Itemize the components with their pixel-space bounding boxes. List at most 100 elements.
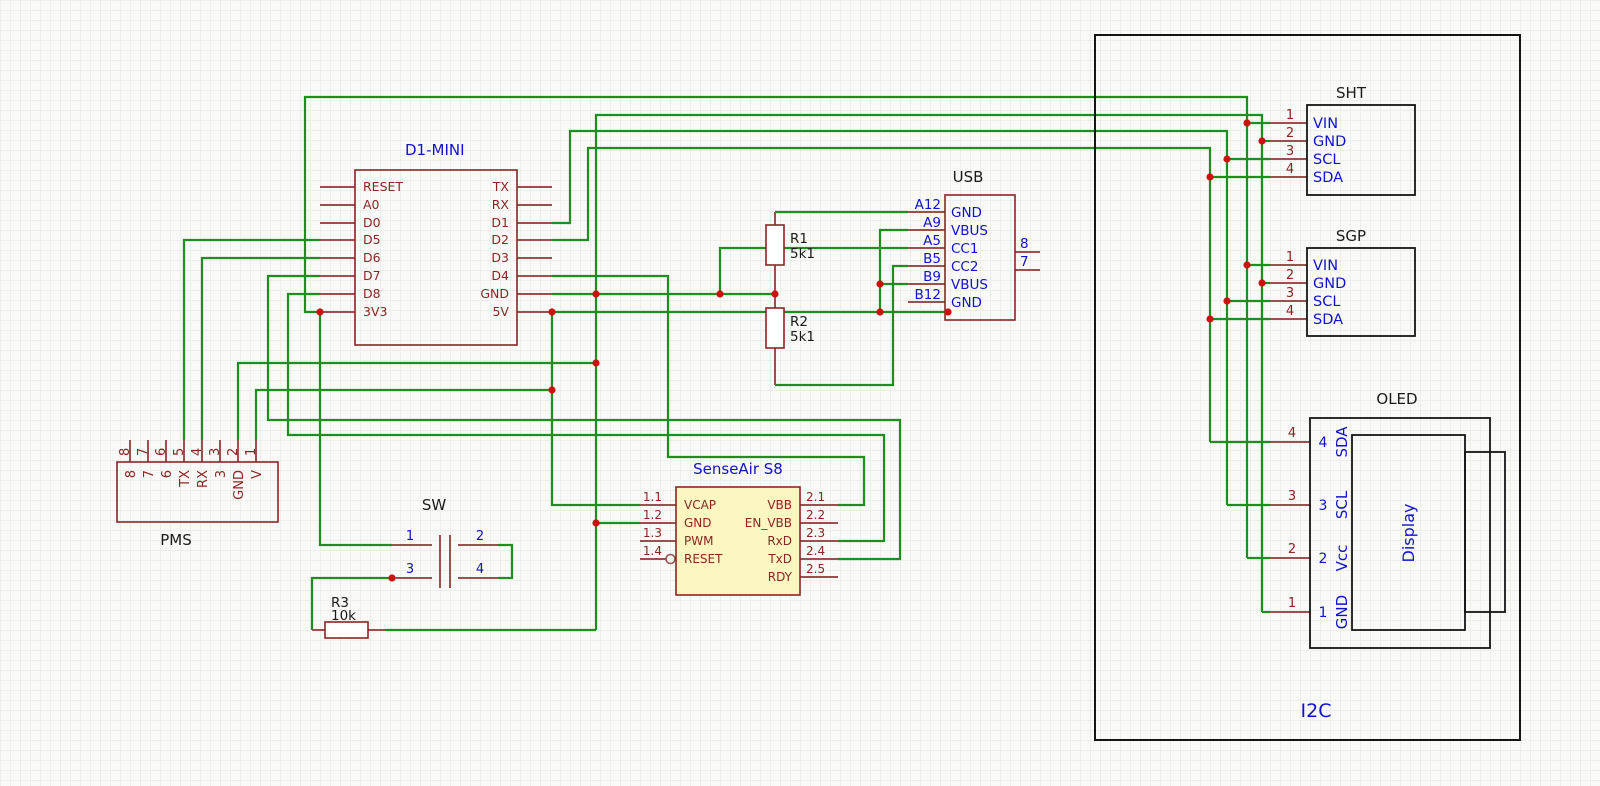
d1mini-pin-label: D7 [363,268,381,283]
sht-pin-name: SCL [1313,152,1340,168]
wire-d5-pms[interactable] [182,238,320,440]
wire-gnd-trunk[interactable] [594,113,1264,630]
component-pms: 8 7 6 5 4 3 2 1 8 7 6 TX RX 3 GND V PMS [116,440,279,549]
pms-body[interactable] [116,461,279,523]
sw-switch-symbol[interactable] [439,535,451,588]
oled-pin-number: 3 [1288,489,1296,504]
wire-pms-v[interactable] [254,388,552,440]
d1mini-pin-label: D2 [491,232,509,247]
wire-d4-vbb[interactable] [552,274,866,507]
r3-value: 10k [331,608,356,624]
component-senseair-s8: 1.1 1.2 1.3 1.4 VCAP GND PWM RESET VBB E… [640,460,838,596]
sht-body[interactable] [1306,104,1416,196]
oled-inner-pin-number: 3 [1319,498,1328,514]
wire-sw-tie[interactable] [498,543,514,580]
oled-pin-name: SCL [1333,490,1351,519]
sw-pin-number: 2 [476,529,484,544]
d1mini-pin-label: D8 [363,286,381,301]
senseair-body[interactable] [675,486,801,596]
junction-dot [592,359,600,367]
r1-name: R1 [790,231,808,247]
d1mini-pin-label: D6 [363,250,381,265]
junction-dot [1243,261,1251,269]
r1-body[interactable] [765,224,785,266]
component-r1: R1 5k1 [765,212,815,294]
junction-dot [1223,297,1231,305]
wire-usb-cc2[interactable] [775,264,908,387]
usb-pad-label: B12 [915,287,941,303]
sw-pin-number: 3 [406,562,414,577]
wire-d6-pms[interactable] [200,256,320,440]
sgp-body[interactable] [1306,247,1416,337]
oled-inner-pin-number: 4 [1319,435,1328,451]
d1mini-pin-label: D4 [491,268,509,283]
usb-pin-name: VBUS [951,277,988,293]
wire-d8-rxd[interactable] [286,292,886,543]
junction-dot [388,574,396,582]
wire-5v-trunk[interactable] [550,310,948,507]
oled-connector-tab [1464,451,1506,613]
junction-dot [1223,155,1231,163]
junction-dot [548,386,556,394]
junction-dot [1206,315,1214,323]
d1mini-body[interactable] [354,169,518,346]
junction-dot [1258,279,1266,287]
usb-body[interactable] [944,194,1016,321]
junction-dot [316,308,324,316]
r3-body[interactable] [324,621,369,639]
pms-pin-label: 6 [160,470,175,478]
sgp-pin-stubs [1270,264,1307,320]
junction-dot [1206,173,1214,181]
senseair-pin-name: VCAP [684,498,716,512]
d1mini-pin-label: GND [480,286,509,301]
pms-pin-number: 5 [172,448,187,456]
component-r3: R3 10k [312,595,385,639]
r2-body[interactable] [765,307,785,349]
senseair-pin-name: VBB [767,498,792,512]
pms-pin-number: 1 [244,448,259,456]
senseair-pin-name: PWM [684,534,713,548]
component-oled: 4 3 2 1 4 3 2 1 SDA SCL Vcc GND Display … [1270,390,1506,649]
sw-pin-number: 1 [406,529,414,544]
wire-d7-txd[interactable] [266,274,902,561]
senseair-pin-number: 2.1 [806,490,825,504]
sgp-pin-number: 2 [1286,268,1294,283]
pms-pin-label: 7 [142,470,157,478]
oled-pin-name: GND [1333,595,1351,629]
oled-display-label: Display [1399,504,1418,563]
senseair-title: SenseAir S8 [693,460,783,478]
senseair-pin-number: 2.4 [806,544,825,558]
wire-scl-trunk[interactable] [552,129,1229,505]
i2c-group-box [1094,34,1521,741]
oled-body[interactable] [1309,417,1491,649]
pms-pin-number: 2 [226,448,241,456]
junction-dot [1258,137,1266,145]
component-sgp: 1 2 3 4 VIN GND SCL SDA SGP [1270,227,1416,337]
wire-usb-cc1[interactable] [718,246,908,294]
oled-pin-number: 1 [1288,596,1296,611]
sht-title: SHT [1336,84,1367,102]
d1mini-pin-label: D0 [363,215,381,230]
d1mini-left-pin-stubs [320,186,355,313]
pms-pin-label: 3 [214,470,229,478]
component-sw: 1 2 3 4 SW [392,496,498,588]
junction-dot [876,308,884,316]
wire-3v3-sw[interactable] [318,312,392,547]
wire-sw-r3[interactable] [310,576,392,630]
d1mini-title: D1-MINI [405,141,465,159]
wire-sda-trunk[interactable] [552,146,1212,442]
component-sht: 1 2 3 4 VIN GND SCL SDA SHT [1270,84,1416,196]
oled-pin-number: 2 [1288,542,1296,557]
usb-pad-label: A9 [923,215,941,231]
senseair-pin-name: RESET [684,552,723,566]
junction-dot [716,290,724,298]
sgp-pin-name: VIN [1313,258,1338,274]
wire-pms-gnd[interactable] [236,361,596,440]
wire-3v3-trunk[interactable] [303,95,1249,558]
senseair-pin-number: 2.3 [806,526,825,540]
d1mini-pin-label: 5V [492,304,509,319]
d1mini-pin-label: RX [492,197,510,212]
oled-pin-number: 4 [1288,426,1296,441]
